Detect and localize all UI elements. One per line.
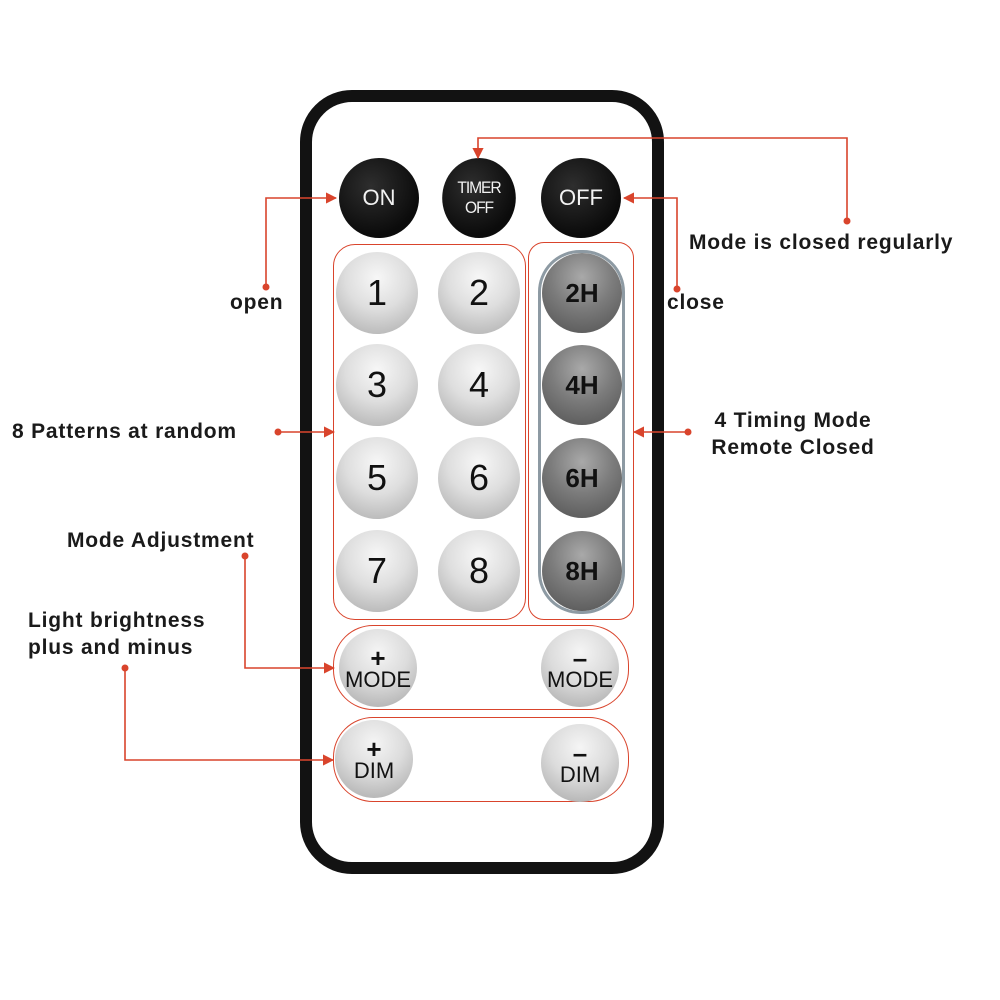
brightness-line1: Light brightness — [28, 609, 206, 632]
timer-off-button[interactable]: TIMER OFF — [442, 158, 516, 238]
timing-mode-label: 4 Timing Mode Remote Closed — [692, 407, 894, 461]
off-button[interactable]: OFF — [541, 158, 621, 238]
minus-icon: – — [572, 643, 588, 673]
leader-close — [622, 192, 678, 289]
timer-6h-button[interactable]: 6H — [542, 438, 622, 518]
pattern-button-5[interactable]: 5 — [336, 437, 418, 519]
timer-8h-button[interactable]: 8H — [542, 531, 622, 611]
timing-mode-line2: Remote Closed — [711, 436, 875, 459]
leader-dot — [121, 664, 129, 672]
timer-2h-button[interactable]: 2H — [542, 253, 622, 333]
pattern-button-3[interactable]: 3 — [336, 344, 418, 426]
mode-adjustment-label: Mode Adjustment — [67, 529, 255, 552]
close-label: close — [667, 291, 725, 314]
pattern-button-2[interactable]: 2 — [438, 252, 520, 334]
leader-dot — [262, 283, 270, 291]
pattern-button-4[interactable]: 4 — [438, 344, 520, 426]
mode-minus-button[interactable]: – MODE — [541, 629, 619, 707]
timer-buttons-ring — [538, 250, 625, 614]
pattern-button-7[interactable]: 7 — [336, 530, 418, 612]
leader-dot — [684, 428, 692, 436]
brightness-label: Light brightness plus and minus — [28, 607, 205, 661]
plus-icon: + — [370, 643, 386, 673]
pattern-button-1[interactable]: 1 — [336, 252, 418, 334]
dim-minus-label: DIM — [559, 762, 601, 787]
leader-dot — [843, 217, 851, 225]
mode-minus-label: MODE — [547, 667, 613, 692]
leader-brightness — [124, 668, 335, 766]
dim-minus-button[interactable]: – DIM — [541, 724, 619, 802]
mode-plus-button[interactable]: + MODE — [339, 629, 417, 707]
leader-open — [265, 192, 338, 287]
leader-mode-adjustment — [244, 556, 336, 674]
minus-icon: – — [572, 738, 588, 768]
dim-plus-button[interactable]: + DIM — [335, 720, 413, 798]
timer-4h-button[interactable]: 4H — [542, 345, 622, 425]
mode-closed-regularly-label: Mode is closed regularly — [689, 231, 954, 254]
leader-dot — [673, 285, 681, 293]
patterns-random-label: 8 Patterns at random — [12, 420, 237, 443]
pattern-button-8[interactable]: 8 — [438, 530, 520, 612]
dim-plus-label: DIM — [353, 758, 395, 783]
leader-dot — [241, 552, 249, 560]
on-button[interactable]: ON — [339, 158, 419, 238]
timing-mode-line1: 4 Timing Mode — [714, 409, 872, 432]
mode-plus-label: MODE — [345, 667, 411, 692]
plus-icon: + — [366, 734, 382, 764]
leader-dot — [274, 428, 282, 436]
leader-timer-off — [472, 137, 848, 221]
brightness-line2: plus and minus — [28, 636, 194, 659]
open-label: open — [230, 291, 284, 314]
pattern-button-6[interactable]: 6 — [438, 437, 520, 519]
